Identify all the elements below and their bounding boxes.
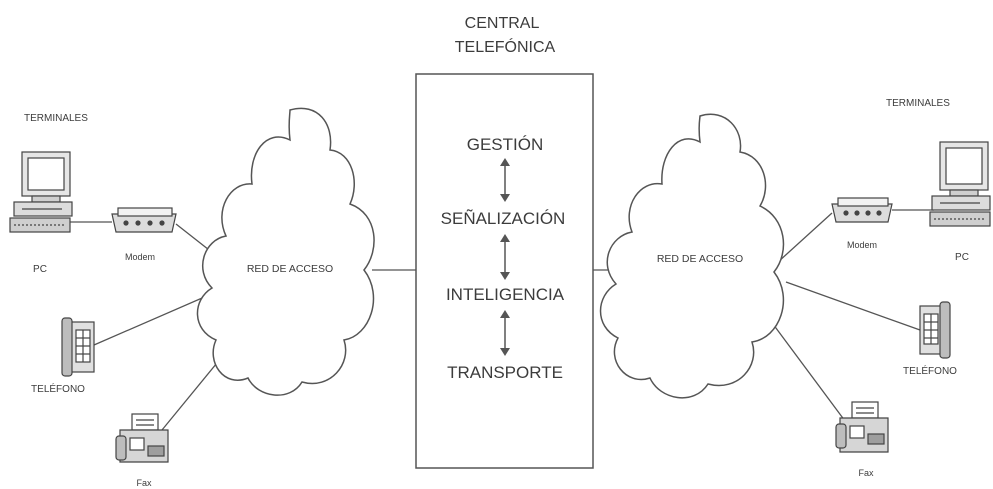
left-terminals-header: TERMINALES xyxy=(24,113,88,124)
double-arrow-icon xyxy=(500,310,510,356)
left-pc-label: PC xyxy=(33,264,47,275)
modem-icon xyxy=(111,207,177,233)
right-phone-label: TELÉFONO xyxy=(903,364,957,377)
right-fax-label: Fax xyxy=(858,468,874,478)
cloud-icon xyxy=(196,107,375,396)
layer-senalizacion: SEÑALIZACIÓN xyxy=(441,209,566,228)
left-phone-label: TELÉFONO xyxy=(31,382,85,395)
right-network-label: RED DE ACCESO xyxy=(657,253,743,265)
double-arrow-icon xyxy=(500,234,510,280)
fax-icon xyxy=(115,413,169,463)
right-modem-label: Modem xyxy=(847,240,877,250)
layer-transporte: TRANSPORTE xyxy=(447,363,563,382)
pc-icon xyxy=(9,151,73,233)
right-terminals-header: TERMINALES xyxy=(886,98,950,109)
cloud-icon xyxy=(599,113,785,399)
left-fax-label: Fax xyxy=(136,478,152,488)
right-pc-label: PC xyxy=(955,252,969,263)
link-right-cloud-fax xyxy=(769,319,849,426)
double-arrow-icon xyxy=(500,158,510,202)
telephone-icon xyxy=(61,317,95,377)
fax-icon xyxy=(835,401,889,453)
connection-lines xyxy=(68,209,934,431)
layer-gestion: GESTIÓN xyxy=(467,135,544,154)
layer-inteligencia: INTELIGENCIA xyxy=(446,285,565,304)
pc-icon xyxy=(929,141,991,227)
telephone-icon xyxy=(919,301,951,359)
link-right-cloud-phone xyxy=(785,281,921,331)
link-right-cloud-modem xyxy=(777,212,833,263)
central-title-line1: CENTRAL xyxy=(465,15,540,32)
modem-icon xyxy=(831,197,893,223)
central-title-line2: TELEFÓNICA xyxy=(455,37,556,56)
left-network-label: RED DE ACCESO xyxy=(247,263,333,275)
left-modem-label: Modem xyxy=(125,252,155,262)
